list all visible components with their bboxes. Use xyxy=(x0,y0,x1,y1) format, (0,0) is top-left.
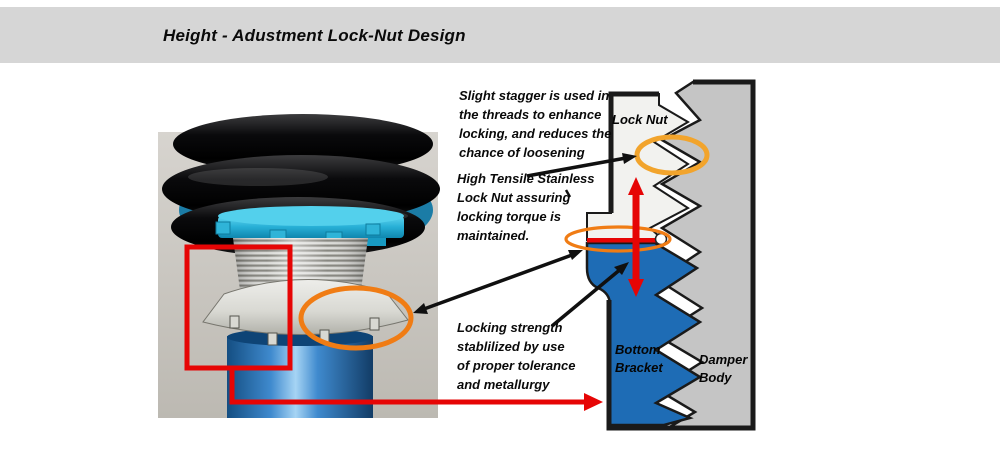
red-leader-line xyxy=(229,370,584,405)
arrow-locknut-link-icon xyxy=(413,250,583,314)
cutaway-diagram xyxy=(585,79,756,431)
threaded-body xyxy=(233,238,368,290)
bottom-bracket-shape xyxy=(585,241,703,427)
arrow-locking-strength-icon xyxy=(550,262,629,328)
label-lock-nut: Lock Nut xyxy=(612,112,668,127)
lock-nut-border xyxy=(608,91,659,213)
arrow-stagger-icon xyxy=(526,153,637,178)
photo-highlight-rect xyxy=(184,244,293,371)
note-stagger: Slight stagger is used in the threads to… xyxy=(459,88,612,160)
label-damper-body: Damper Body xyxy=(699,352,748,385)
diagram-border xyxy=(606,79,756,431)
interface-line xyxy=(587,238,659,243)
annotation-overlays xyxy=(184,134,710,411)
note-locking: Locking strength stablilized by use of p… xyxy=(457,320,576,392)
note-tensile: High Tensile Stainless Lock Nut assuring… xyxy=(457,171,595,243)
label-bottom-bracket: Bottom Bracket xyxy=(615,342,663,375)
tick-mark xyxy=(564,189,572,198)
coilover-photo xyxy=(158,114,440,418)
thread-stagger-ellipse xyxy=(634,134,710,176)
page-title: Height - Adustment Lock-Nut Design xyxy=(163,26,466,45)
interface-ellipse xyxy=(564,225,672,253)
red-arrowhead-icon xyxy=(584,393,603,411)
title-bar: Height - Adustment Lock-Nut Design xyxy=(0,7,1000,63)
photo-highlight-ellipse xyxy=(298,285,414,351)
red-double-arrow-icon xyxy=(628,177,644,297)
